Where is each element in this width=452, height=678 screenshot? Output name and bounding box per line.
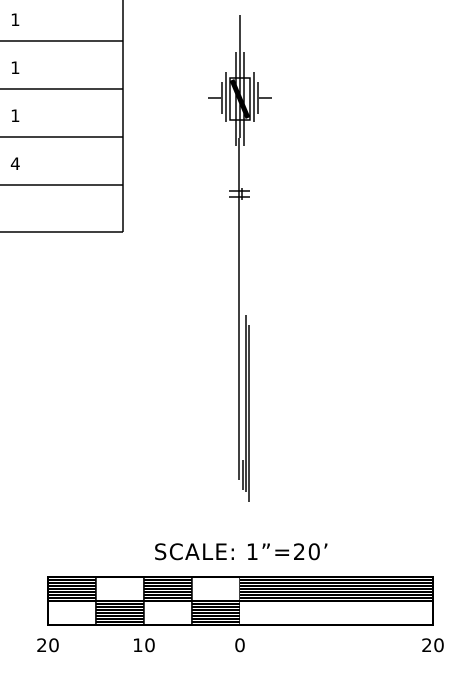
- scale-tick-label: 20: [36, 635, 60, 657]
- north-arrow-icon: [208, 15, 272, 146]
- table-row-2-value: 1: [10, 59, 21, 79]
- scale-tick-label: 10: [132, 635, 156, 657]
- scale-segment-top: [240, 577, 433, 601]
- scale-segment-bottom: [143, 600, 193, 626]
- scale-bar: 20 10 0 20: [36, 576, 445, 657]
- scale-segment-top: [95, 576, 145, 602]
- scale-segment-top: [143, 576, 193, 602]
- scale-segment-bottom: [240, 601, 433, 625]
- scale-segment-top: [47, 576, 97, 602]
- scale-segment-bottom: [191, 600, 241, 626]
- scale-segment-top: [191, 576, 241, 602]
- scale-tick-label: 20: [421, 635, 445, 657]
- scale-tick-label: 0: [234, 635, 246, 657]
- table-row-4-value: 4: [10, 155, 21, 175]
- schedule-table: 1 1 1 4: [0, 0, 124, 233]
- scale-title: SCALE: 1”=20’: [154, 541, 331, 566]
- scale-segment-bottom: [95, 600, 145, 626]
- table-row-1-value: 1: [10, 11, 21, 31]
- survey-line: [229, 138, 250, 502]
- scale-segment-bottom: [47, 600, 97, 626]
- table-row-3-value: 1: [10, 107, 21, 127]
